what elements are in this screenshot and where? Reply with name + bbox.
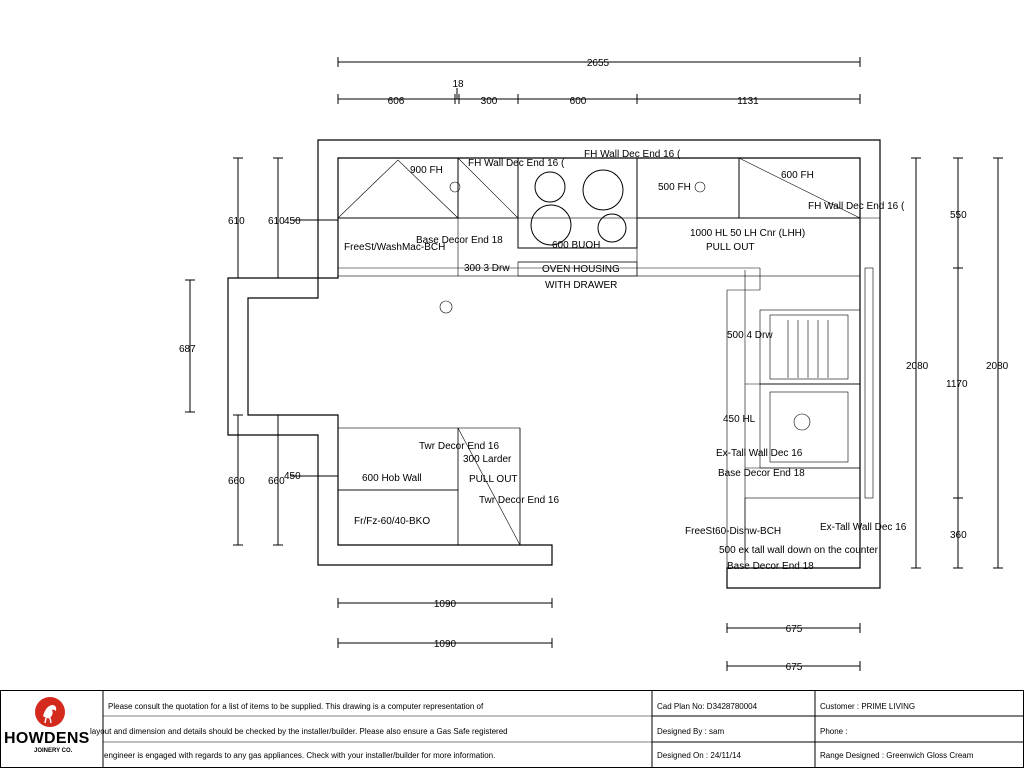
dim-top-300: 300 — [481, 96, 498, 107]
annotations: 900 FH FH Wall Dec End 16 ( FH Wall Dec … — [344, 149, 907, 572]
sink-drain-icon — [793, 413, 811, 431]
dim-left-450b: 450 — [284, 471, 301, 482]
right-dimensions: 2080 550 1170 360 2080 — [906, 157, 1009, 569]
notice-line-1: Please consult the quotation for a list … — [108, 702, 484, 711]
label-fridge: Fr/Fz-60/40-BKO — [354, 516, 430, 527]
label-fh600: 600 FH — [781, 170, 814, 181]
label-oven-housing: OVEN HOUSING — [542, 264, 620, 275]
dim-left-610b: 610 — [268, 216, 285, 227]
dim-left-610a: 610 — [228, 216, 245, 227]
top-dimensions: 2655 606 18 300 600 1131 — [337, 57, 861, 107]
bottom-dimensions: 1090 1090 675 675 — [337, 598, 861, 673]
label-ex-tall-a: Ex-Tall Wall Dec 16 — [716, 448, 803, 459]
phone: Phone : — [820, 727, 848, 736]
ceiling-light-icon — [439, 300, 453, 314]
label-with-drawer: WITH DRAWER — [545, 280, 617, 291]
label-hl450: 450 HL — [723, 414, 756, 425]
dim-left-450a: 450 — [284, 216, 301, 227]
label-ex-tall-counter: 500 ex tall wall down on the counter — [719, 545, 879, 556]
label-larder: 300 Larder — [463, 454, 512, 465]
customer: Customer : PRIME LIVING — [820, 702, 916, 711]
cad-plan-number: Cad Plan No: D3428780004 — [657, 702, 758, 711]
label-fh900: 900 FH — [410, 165, 443, 176]
dim-left-687: 687 — [179, 344, 196, 355]
label-fh-wall-dec-end-b: FH Wall Dec End 16 ( — [584, 149, 681, 160]
dim-right-2080b: 2080 — [986, 361, 1009, 372]
extractor-fan-icon — [449, 181, 461, 193]
dim-right-2080a: 2080 — [906, 361, 929, 372]
right-run — [744, 267, 874, 569]
howdens-logo-icon — [35, 697, 65, 727]
hob-burner-2 — [582, 169, 624, 211]
label-buoh: 600 BUOH — [552, 240, 600, 251]
dim-top-18: 18 — [452, 79, 464, 90]
dim-left-660b: 660 — [268, 476, 285, 487]
label-washer: FreeSt/WashMac-BCH — [344, 242, 445, 253]
range-designed: Range Designed : Greenwich Gloss Cream — [820, 751, 974, 760]
dim-top-600: 600 — [570, 96, 587, 107]
dim-right-550: 550 — [950, 210, 967, 221]
bottom-left-run — [337, 427, 521, 546]
designed-by: Designed By : sam — [657, 727, 725, 736]
dim-top-1131: 1131 — [737, 96, 759, 107]
title-block: HOWDENS JOINERY CO. Please consult the q… — [0, 690, 1024, 768]
dim-top-606: 606 — [388, 96, 405, 107]
left-dimensions: 610 610 450 687 660 660 450 — [179, 157, 338, 546]
designed-on: Designed On : 24/11/14 — [657, 751, 741, 760]
label-twr-decor-end-b: Twr Decor End 16 — [479, 495, 559, 506]
label-ex-tall-b: Ex-Tall Wall Dec 16 — [820, 522, 907, 533]
dim-left-660a: 660 — [228, 476, 245, 487]
label-dishwasher: FreeSt60-Dishw-BCH — [685, 526, 781, 537]
label-base-decor-end-bottom: Base Decor End 18 — [727, 561, 814, 572]
label-base-decor-end-top: Base Decor End 18 — [416, 235, 503, 246]
extractor-fan-icon-2 — [694, 181, 706, 193]
room-walls — [227, 139, 881, 589]
hob-burner-1 — [534, 171, 566, 203]
hob-burner-4 — [597, 213, 627, 243]
hob-burner-3 — [530, 204, 572, 246]
label-hl-corner: 1000 HL 50 LH Cnr (LHH) — [690, 228, 805, 239]
label-fh-wall-dec-end-a: FH Wall Dec End 16 ( — [468, 158, 565, 169]
label-drw500: 500 4 Drw — [727, 330, 773, 341]
top-run — [337, 157, 880, 314]
label-drw300: 300 3 Drw — [464, 263, 510, 274]
notice-line-3: engineer is engaged with regards to any … — [104, 751, 496, 760]
dim-right-360: 360 — [950, 530, 967, 541]
label-hob-wall: 600 Hob Wall — [362, 473, 422, 484]
dim-overall-width: 2655 — [587, 58, 610, 69]
dim-right-1170: 1170 — [946, 379, 968, 390]
dim-bottom-675a: 675 — [786, 624, 803, 635]
kitchen-plan: 2655 606 18 300 600 1131 610 610 450 687… — [179, 57, 1009, 673]
notice-line-2: layout and dimension and details should … — [90, 727, 508, 736]
label-twr-decor-end-a: Twr Decor End 16 — [419, 441, 499, 452]
dim-bottom-675b: 675 — [786, 662, 803, 673]
brand-subtitle: JOINERY CO. — [34, 748, 73, 754]
label-fh500: 500 FH — [658, 182, 691, 193]
brand-name: HOWDENS — [4, 730, 90, 747]
dim-bottom-1090a: 1090 — [434, 599, 457, 610]
label-pull-out-larder: PULL OUT — [469, 474, 518, 485]
label-pull-out-top: PULL OUT — [706, 242, 755, 253]
dim-bottom-1090b: 1090 — [434, 639, 457, 650]
label-base-decor-end-right: Base Decor End 18 — [718, 468, 805, 479]
label-fh-wall-dec-end-c: FH Wall Dec End 16 ( — [808, 201, 905, 212]
